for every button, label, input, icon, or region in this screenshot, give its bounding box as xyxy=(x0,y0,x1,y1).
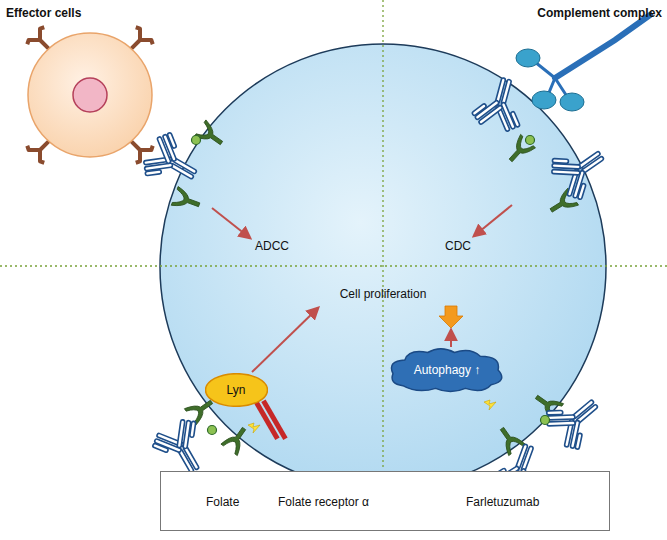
lyn-ellipse: Lyn xyxy=(205,373,268,407)
legend-text: Farletuzumab xyxy=(466,495,539,509)
mechanism-label: CDC xyxy=(445,239,471,253)
divider-line xyxy=(382,0,383,468)
legend-text: Folate receptor α xyxy=(278,495,369,509)
section-title: Complement complex xyxy=(537,6,662,20)
divider-line xyxy=(0,265,667,266)
effect-arrow xyxy=(252,308,318,372)
lyn-pathway xyxy=(148,394,288,483)
mechanism-label: ADCC xyxy=(255,239,289,253)
section-title: Effector cells xyxy=(6,6,81,20)
effect-label: Cell proliferation xyxy=(340,287,427,301)
complement-complex xyxy=(469,15,650,219)
effect-arrow xyxy=(212,208,250,238)
effect-arrow xyxy=(474,205,512,236)
effector-cell xyxy=(26,26,154,164)
decrease-arrow xyxy=(439,306,463,328)
node-text: Autophagy ↑ xyxy=(414,363,481,377)
autophagy-cloud: Autophagy ↑ xyxy=(388,347,507,393)
node-text: Lyn xyxy=(227,383,246,397)
antibody-binding xyxy=(138,120,228,214)
legend-text: Folate xyxy=(206,495,239,509)
effect-arrow xyxy=(450,330,452,347)
